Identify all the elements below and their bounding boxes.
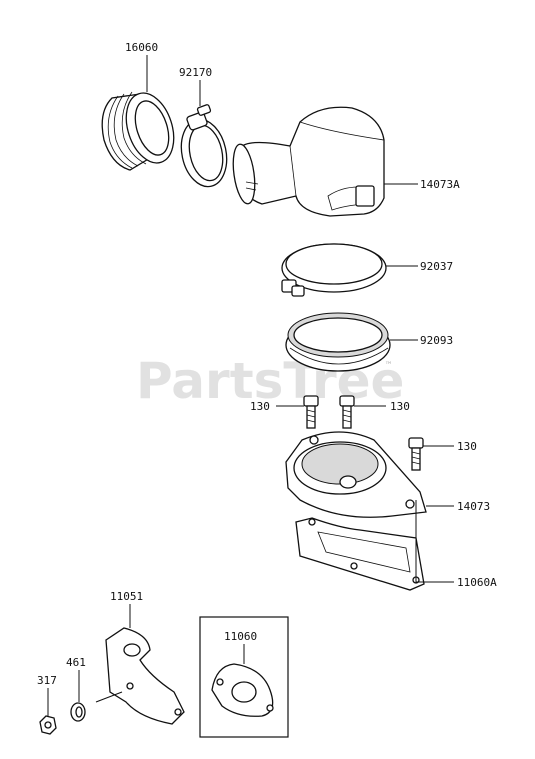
leader-lines [47,55,454,716]
part-130-bolt-right[interactable] [408,437,424,471]
label-92037[interactable]: 92037 [420,260,453,273]
part-14073-base[interactable] [285,431,427,518]
label-92170[interactable]: 92170 [179,66,212,79]
part-130-bolt-mid[interactable] [339,395,355,429]
label-130-right[interactable]: 130 [457,440,477,453]
label-11051[interactable]: 11051 [110,590,143,603]
label-92093[interactable]: 92093 [420,334,453,347]
part-11051-bracket[interactable] [105,627,185,725]
part-92170-clamp[interactable] [175,104,232,191]
label-461[interactable]: 461 [66,656,86,669]
part-11060A-gasket[interactable] [295,517,425,591]
label-130-mid[interactable]: 130 [390,400,410,413]
label-14073[interactable]: 14073 [457,500,490,513]
label-11060A[interactable]: 11060A [457,576,497,589]
part-92037-band[interactable] [281,243,387,297]
part-92093-seal[interactable] [285,312,391,372]
label-14073A[interactable]: 14073A [420,178,460,191]
label-130-left[interactable]: 130 [250,400,270,413]
watermark-tm: ™ [385,361,391,371]
part-317-nut[interactable] [39,715,57,735]
part-130-bolt-left[interactable] [303,395,319,429]
label-317[interactable]: 317 [37,674,57,687]
label-11060[interactable]: 11060 [224,630,257,643]
label-16060[interactable]: 16060 [125,41,158,54]
part-11060-boxed-gasket[interactable] [199,616,289,738]
part-16060-boot[interactable] [101,87,182,171]
part-461-washer[interactable] [70,702,86,722]
part-14073A-elbow[interactable] [230,106,385,217]
part-labels: 16060 92170 14073A 92037 92093 130 130 1… [37,41,497,687]
